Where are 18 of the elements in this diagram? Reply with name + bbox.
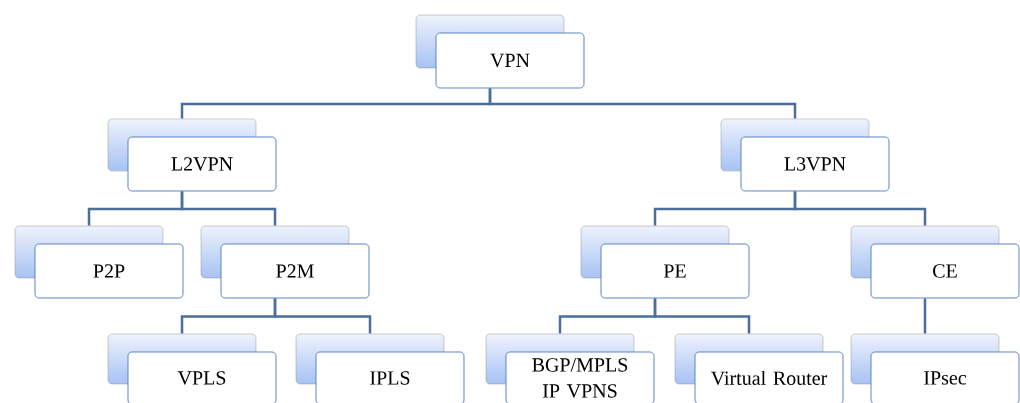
connector-line: [273, 298, 372, 334]
connector-line: [793, 191, 927, 226]
hierarchy-box: PE: [580, 225, 750, 299]
hierarchy-box: VPN: [415, 14, 585, 89]
hierarchy-box: P2M: [200, 225, 370, 299]
hierarchy-box: CE: [850, 225, 1020, 299]
connector-line: [923, 298, 927, 334]
hierarchy-box: L2VPN: [107, 118, 277, 192]
hierarchy-box: IPLS: [295, 333, 465, 403]
hierarchy-box: P2P: [14, 225, 184, 299]
hierarchy-box: BGP/MPLS IP VPNS: [485, 333, 655, 403]
hierarchy-box: IPsec: [850, 333, 1020, 403]
connector-line: [488, 88, 797, 119]
connector-line: [180, 191, 277, 226]
connector-line: [653, 298, 751, 334]
hierarchy-box: Virtual Router: [674, 333, 844, 403]
hierarchy-box: VPLS: [107, 333, 277, 403]
hierarchy-box: L3VPN: [720, 118, 890, 192]
